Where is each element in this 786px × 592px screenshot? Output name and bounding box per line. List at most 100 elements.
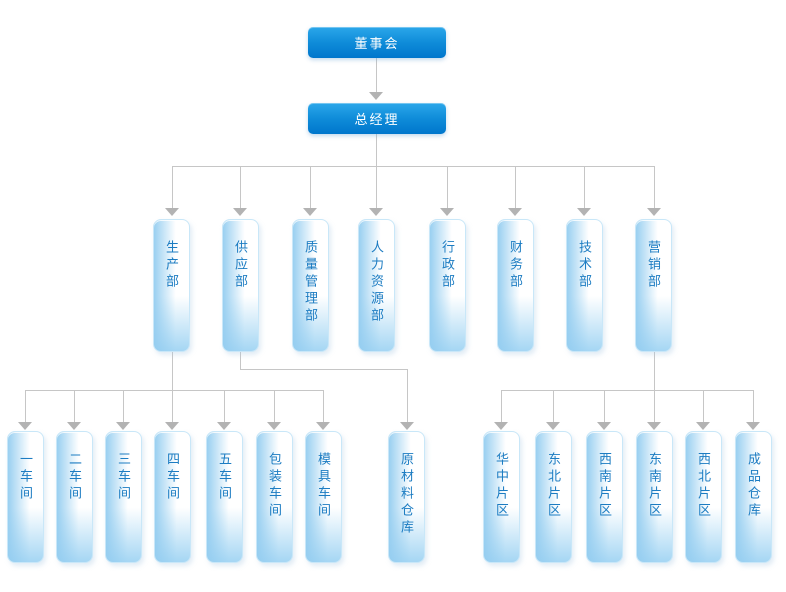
arrow-down-icon (597, 422, 611, 430)
arrow-down-icon (303, 208, 317, 216)
arrow-down-icon (67, 422, 81, 430)
connector-line (376, 134, 377, 166)
connector-line (584, 166, 585, 208)
arrow-down-icon (217, 422, 231, 430)
node-dept-tech[interactable]: 技术部 (566, 219, 603, 352)
node-dept-admin[interactable]: 行政部 (429, 219, 466, 352)
arrow-down-icon (116, 422, 130, 430)
node-label: 西北片区 (696, 452, 711, 520)
connector-line (654, 390, 655, 422)
connector-line (172, 390, 173, 422)
node-warehouse-raw-material[interactable]: 原材料仓库 (388, 431, 425, 563)
node-board[interactable]: 董事会 (308, 27, 446, 58)
node-label: 西南片区 (597, 452, 612, 520)
node-region-southeast[interactable]: 东南片区 (636, 431, 673, 563)
node-dept-hr[interactable]: 人力资源部 (358, 219, 395, 352)
connector-line (501, 390, 502, 422)
arrow-down-icon (546, 422, 560, 430)
arrow-down-icon (267, 422, 281, 430)
node-label: 原材料仓库 (399, 452, 414, 537)
connector-line (172, 166, 654, 167)
node-dept-finance[interactable]: 财务部 (497, 219, 534, 352)
node-label: 营销部 (646, 240, 661, 291)
node-label: 华中片区 (494, 452, 509, 520)
connector-line (123, 390, 124, 422)
node-workshop-1[interactable]: 一车间 (7, 431, 44, 563)
arrow-down-icon (440, 208, 454, 216)
node-label: 包装车间 (267, 452, 282, 520)
connector-line (25, 390, 323, 391)
connector-line (515, 166, 516, 208)
connector-line (310, 166, 311, 208)
arrow-down-icon (369, 92, 383, 100)
arrow-down-icon (369, 208, 383, 216)
connector-line (604, 390, 605, 422)
node-label: 东南片区 (647, 452, 662, 520)
arrow-down-icon (647, 422, 661, 430)
node-warehouse-finished-goods[interactable]: 成品仓库 (735, 431, 772, 563)
connector-line (753, 390, 754, 422)
arrow-down-icon (696, 422, 710, 430)
connector-line (274, 390, 275, 422)
node-label: 三车间 (116, 452, 131, 503)
connector-line (407, 369, 408, 422)
node-region-southwest[interactable]: 西南片区 (586, 431, 623, 563)
arrow-down-icon (165, 422, 179, 430)
connector-line (553, 390, 554, 422)
node-workshop-2[interactable]: 二车间 (56, 431, 93, 563)
arrow-down-icon (577, 208, 591, 216)
node-label: 生产部 (164, 240, 179, 291)
connector-line (323, 390, 324, 422)
connector-line (376, 166, 377, 208)
node-label: 人力资源部 (369, 240, 384, 325)
node-label: 供应部 (233, 240, 248, 291)
connector-line (376, 58, 377, 92)
node-label: 东北片区 (546, 452, 561, 520)
node-label: 技术部 (577, 240, 592, 291)
node-general-manager[interactable]: 总经理 (308, 103, 446, 134)
connector-line (240, 166, 241, 208)
node-label: 财务部 (508, 240, 523, 291)
node-label: 成品仓库 (746, 452, 761, 520)
connector-line (172, 166, 173, 208)
node-workshop-5[interactable]: 五车间 (206, 431, 243, 563)
arrow-down-icon (316, 422, 330, 430)
arrow-down-icon (165, 208, 179, 216)
node-label: 四车间 (165, 452, 180, 503)
node-label: 董事会 (354, 36, 400, 51)
connector-line (654, 166, 655, 208)
connector-line (172, 352, 173, 390)
node-dept-quality[interactable]: 质量管理部 (292, 219, 329, 352)
connector-line (25, 390, 26, 422)
node-workshop-4[interactable]: 四车间 (154, 431, 191, 563)
arrow-down-icon (508, 208, 522, 216)
node-region-northeast[interactable]: 东北片区 (535, 431, 572, 563)
arrow-down-icon (400, 422, 414, 430)
node-dept-marketing[interactable]: 营销部 (635, 219, 672, 352)
node-region-central-china[interactable]: 华中片区 (483, 431, 520, 563)
node-workshop-3[interactable]: 三车间 (105, 431, 142, 563)
arrow-down-icon (494, 422, 508, 430)
node-dept-supply[interactable]: 供应部 (222, 219, 259, 352)
node-dept-production[interactable]: 生产部 (153, 219, 190, 352)
arrow-down-icon (18, 422, 32, 430)
node-label: 行政部 (440, 240, 455, 291)
connector-line (240, 369, 407, 370)
connector-line (74, 390, 75, 422)
node-label: 五车间 (217, 452, 232, 503)
node-label: 二车间 (67, 452, 82, 503)
connector-line (501, 390, 753, 391)
node-label: 质量管理部 (303, 240, 318, 325)
arrow-down-icon (233, 208, 247, 216)
node-label: 一车间 (18, 452, 33, 503)
node-label: 模具车间 (316, 452, 331, 520)
arrow-down-icon (647, 208, 661, 216)
node-workshop-packing[interactable]: 包装车间 (256, 431, 293, 563)
arrow-down-icon (746, 422, 760, 430)
connector-line (447, 166, 448, 208)
node-workshop-mold[interactable]: 模具车间 (305, 431, 342, 563)
connector-line (654, 352, 655, 390)
node-region-northwest[interactable]: 西北片区 (685, 431, 722, 563)
node-label: 总经理 (354, 112, 400, 127)
